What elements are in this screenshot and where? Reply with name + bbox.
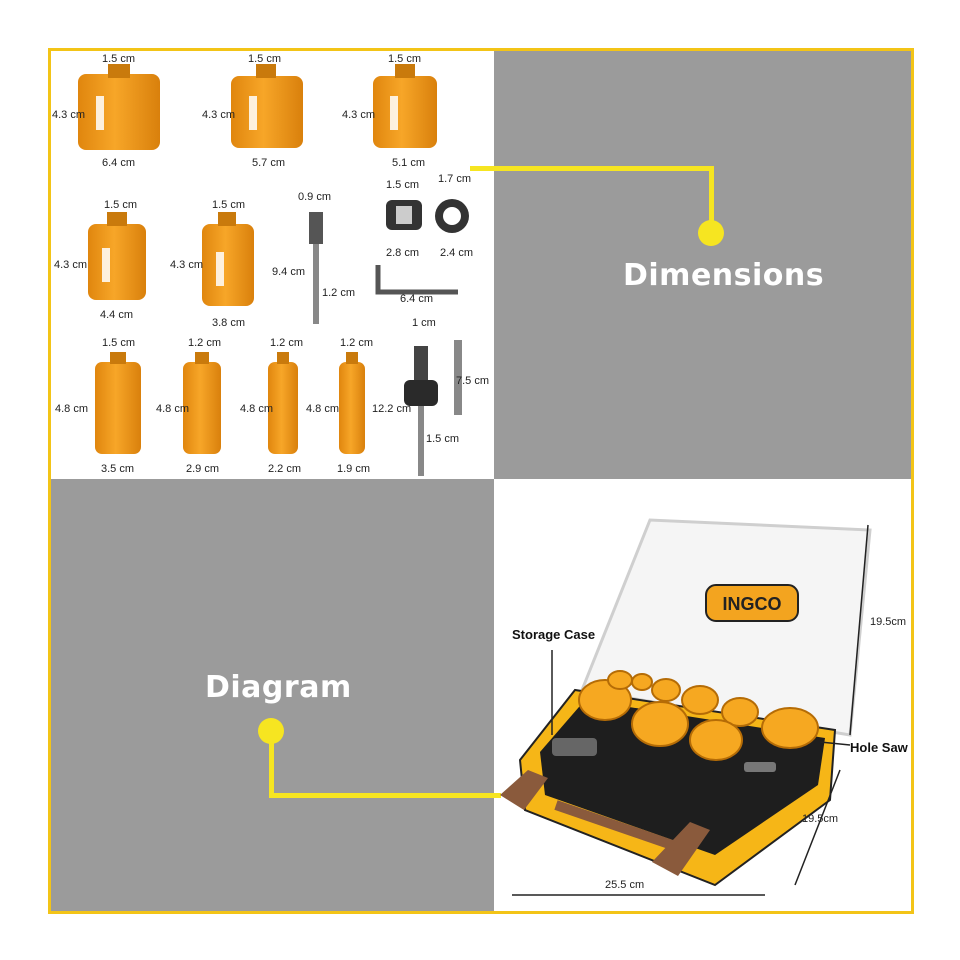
dim-r3-4-bottom: 1.9 cm	[337, 463, 370, 475]
case-pilot-bit	[744, 762, 776, 772]
case-hole-saws	[578, 670, 819, 761]
adapter-ring-2	[435, 199, 469, 233]
dim-drill-length: 9.4 cm	[272, 266, 305, 278]
hole-saw-64	[78, 64, 160, 150]
hole-saw-44	[88, 212, 146, 300]
adapter-ring-1	[386, 200, 422, 230]
dim-r3-3-side: 4.8 cm	[240, 403, 273, 415]
dimensions-label-panel	[494, 51, 911, 479]
diagram-label: Diagram	[205, 670, 352, 705]
hole-saw-57	[231, 64, 303, 148]
brand-plate	[705, 584, 799, 622]
dim-arbor-tip: 1.5 cm	[426, 433, 459, 445]
dim-r3-4-top: 1.2 cm	[340, 337, 373, 349]
dim-r2-1-top: 1.5 cm	[104, 199, 137, 211]
hex-key	[375, 265, 458, 295]
hole-saw-pointer	[819, 741, 851, 746]
dim-r3-1-side: 4.8 cm	[55, 403, 88, 415]
dim-r2-2-top: 1.5 cm	[212, 199, 245, 211]
dim-r3-1-top: 1.5 cm	[102, 337, 135, 349]
dim-r3-3-bottom: 2.2 cm	[268, 463, 301, 475]
dimensions-connector-h	[470, 166, 714, 171]
dim-r1-1-side: 4.3 cm	[52, 109, 85, 121]
brand-text: INGCO	[722, 594, 781, 614]
dim-arbor-length: 12.2 cm	[372, 403, 411, 415]
diagram-label-panel	[51, 479, 494, 911]
dim-r2-2-side: 4.3 cm	[170, 259, 203, 271]
case-handle	[554, 800, 677, 851]
hole-saw-35	[95, 352, 141, 454]
case-depth-label: 19.5cm	[802, 813, 838, 825]
dim-drill-top: 0.9 cm	[298, 191, 331, 203]
case-arbor	[552, 738, 597, 756]
hole-saw-label: Hole Saw	[850, 740, 909, 755]
dim-r2-1-side: 4.3 cm	[54, 259, 87, 271]
dim-r2-1-bottom: 4.4 cm	[100, 309, 133, 321]
dimensions-label: Dimensions	[623, 258, 825, 293]
dim-adapter2-bottom: 2.4 cm	[440, 247, 473, 259]
dim-arbor-top: 1 cm	[412, 317, 436, 329]
dim-r1-1-bottom: 6.4 cm	[102, 157, 135, 169]
dim-r1-2-top: 1.5 cm	[248, 53, 281, 65]
dim-r2-2-bottom: 3.8 cm	[212, 317, 245, 329]
dim-r3-1-bottom: 3.5 cm	[101, 463, 134, 475]
case-height-label: 19.5cm	[870, 616, 906, 628]
hole-saw-22	[268, 352, 298, 454]
dim-adapter1-bottom: 2.8 cm	[386, 247, 419, 259]
dim-r3-2-top: 1.2 cm	[188, 337, 221, 349]
dim-r1-2-side: 4.3 cm	[202, 109, 235, 121]
dim-r3-3-top: 1.2 cm	[270, 337, 303, 349]
case-tray	[540, 700, 825, 855]
dim-r3-2-bottom: 2.9 cm	[186, 463, 219, 475]
yellow-frame	[48, 48, 914, 914]
dim-r1-3-side: 4.3 cm	[342, 109, 375, 121]
dim-pilot: 7.5 cm	[456, 375, 489, 387]
dim-hexkey: 6.4 cm	[400, 293, 433, 305]
dim-r1-2-bottom: 5.7 cm	[252, 157, 285, 169]
arbor-drill	[404, 346, 438, 476]
dim-r3-2-side: 4.8 cm	[156, 403, 189, 415]
dim-r1-1-top: 1.5 cm	[102, 53, 135, 65]
dimensions-connector-v	[709, 166, 714, 232]
dim-drill-tip: 1.2 cm	[322, 287, 355, 299]
dim-r3-4-side: 4.8 cm	[306, 403, 339, 415]
latch-left	[500, 770, 548, 810]
diagram-connector-v	[269, 738, 274, 798]
hole-saw-38	[202, 212, 254, 306]
hole-saw-29	[183, 352, 221, 454]
latch-right	[652, 822, 710, 876]
hole-saw-19	[339, 352, 365, 454]
dim-r1-3-bottom: 5.1 cm	[392, 157, 425, 169]
dim-adapter2-top: 1.7 cm	[438, 173, 471, 185]
dim-adapter1-top: 1.5 cm	[386, 179, 419, 191]
hole-saw-51	[373, 64, 437, 148]
dimensions-dot	[698, 220, 724, 246]
case-width-label: 25.5 cm	[605, 879, 644, 891]
pilot-bit	[454, 340, 462, 415]
depth-dim-line	[794, 769, 841, 886]
height-dim-line	[849, 524, 869, 736]
pilot-drill-small	[309, 212, 323, 324]
diagram-connector-h	[269, 793, 501, 798]
storage-case-label: Storage Case	[512, 627, 595, 642]
dim-r1-3-top: 1.5 cm	[388, 53, 421, 65]
